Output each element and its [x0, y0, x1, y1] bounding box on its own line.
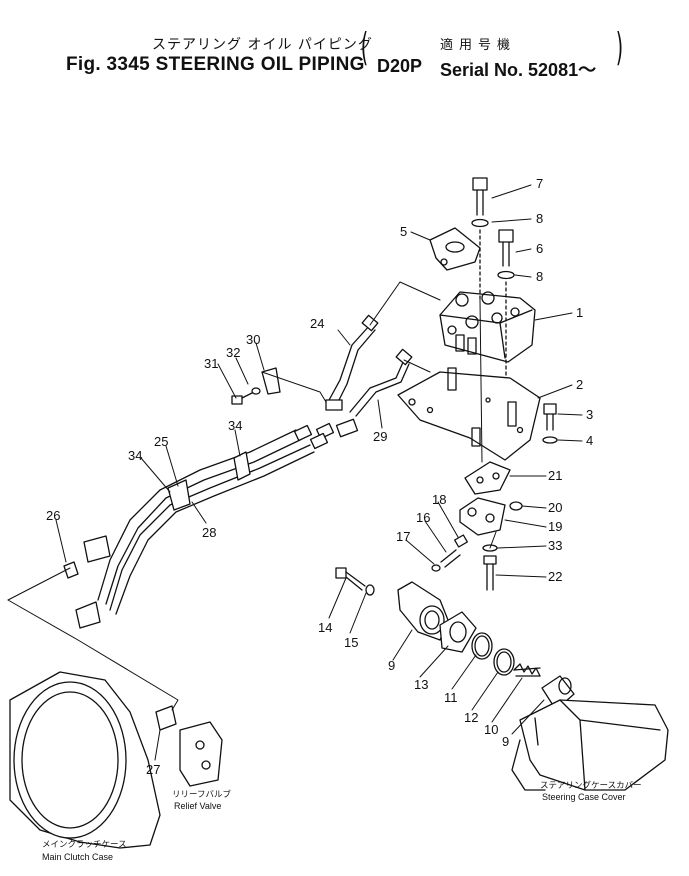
relief-valve [179, 721, 223, 787]
bolt-part-23 [483, 555, 497, 591]
part-number-20: 19 [548, 519, 562, 534]
part-number-13: 12 [464, 710, 478, 725]
part-number-32: 31 [204, 356, 218, 371]
component-labels: リリーフバルブ Relief Valve メインクラッチケース Main Clu… [42, 780, 642, 862]
part-number-1: 1 [576, 305, 583, 320]
plug-part-21 [509, 501, 523, 511]
part-number-8-lower: 8 [536, 269, 543, 284]
part-number-12: 11 [444, 690, 458, 705]
pipe-part-30 [335, 348, 413, 438]
model-code: D20P [377, 56, 423, 76]
part-number-2: 2 [576, 377, 583, 392]
hose-end-fittings [75, 535, 111, 629]
assembly-lines [7, 281, 497, 711]
part-number-9: 9 [388, 658, 395, 673]
applicability-japanese: 適用号機 [440, 38, 517, 53]
main-clutch-case-label-jp: メインクラッチケース [42, 840, 127, 850]
part-number-26: 25 [154, 434, 168, 449]
part-number-17: 16 [416, 510, 430, 525]
plate-part-2 [397, 367, 541, 461]
open-paren: ( [360, 25, 369, 69]
washer-part-16 [365, 584, 375, 596]
connector-part-19 [454, 534, 468, 548]
bracket-part-31 [261, 367, 281, 395]
sleeve-part-10 [541, 675, 575, 711]
part-number-5: 5 [400, 224, 407, 239]
part-number-23: 22 [548, 569, 562, 584]
pipe-part-25 [325, 314, 379, 411]
part-number-14: 13 [414, 677, 428, 692]
part-number-7: 7 [536, 176, 543, 191]
leader-lines [55, 184, 583, 761]
part-number-11: 10 [484, 722, 498, 737]
part-number-8-upper: 8 [536, 211, 543, 226]
part-number-28: 27 [146, 762, 160, 777]
hose-fittings [293, 422, 335, 450]
part-number-29: 28 [202, 525, 216, 540]
part-number-labels: 7 8 6 8 5 1 2 3 4 21 20 19 33 22 18 16 1… [46, 176, 593, 777]
relief-valve-label-jp: リリーフバルブ [172, 789, 231, 800]
hose-part-26 [97, 429, 301, 605]
main-clutch-case-label-en: Main Clutch Case [42, 852, 113, 862]
part-number-24: 33 [548, 538, 562, 553]
part-number-30: 29 [373, 429, 387, 444]
clamp-part-34-lower [167, 479, 191, 511]
part-number-16: 15 [344, 635, 358, 650]
part-number-10: 9 [502, 734, 509, 749]
part-number-19: 18 [432, 492, 446, 507]
steering-case-cover-label-en: Steering Case Cover [542, 792, 626, 802]
hose-part-29 [109, 444, 315, 615]
part-number-22: 21 [548, 468, 562, 483]
part-number-15: 14 [318, 620, 332, 635]
serial-number: Serial No. 52081～ [440, 60, 597, 80]
figure-title: Fig. 3345 STEERING OIL PIPING [66, 54, 365, 75]
steering-case-cover-label-jp: ステアリングケースカバー [540, 780, 642, 791]
title-japanese: ステアリング オイル パイピング [152, 37, 373, 53]
part-number-18: 17 [396, 529, 410, 544]
bolt-part-32 [231, 391, 255, 405]
oring-part-12 [471, 632, 493, 660]
part-number-33: 32 [226, 345, 240, 360]
part-number-6: 6 [536, 241, 543, 256]
washer-part-33 [251, 387, 261, 395]
part-number-31: 30 [246, 332, 260, 347]
oring-part-18 [431, 564, 441, 572]
valve-body-part-20 [459, 497, 506, 536]
part-number-4: 4 [586, 433, 593, 448]
ring-part-13 [493, 648, 515, 676]
spring-part-11 [513, 663, 541, 677]
steering-case-cover [511, 699, 669, 791]
clamp-part-34-upper [233, 451, 251, 481]
bracket-part-5 [429, 227, 481, 271]
bolt-part-15 [335, 567, 366, 591]
main-clutch-case [9, 671, 161, 849]
part-number-27: 26 [46, 508, 60, 523]
bolt-part-3 [542, 403, 558, 444]
fitting-part-28 [155, 705, 177, 731]
gasket-part-14 [439, 611, 477, 653]
bolt-part-7 [471, 177, 489, 301]
part-number-21: 20 [548, 500, 562, 515]
pipe-part-17 [440, 549, 461, 568]
fitting-part-27 [63, 561, 79, 579]
relief-valve-label-en: Relief Valve [174, 801, 221, 811]
gasket-part-22 [464, 461, 511, 495]
part-number-25: 24 [310, 316, 324, 331]
valve-block-part-1 [439, 291, 536, 363]
part-number-3: 3 [586, 407, 593, 422]
part-number-34-right: 34 [228, 418, 242, 433]
part-number-34-left: 34 [128, 448, 142, 463]
close-paren: ) [615, 25, 624, 69]
